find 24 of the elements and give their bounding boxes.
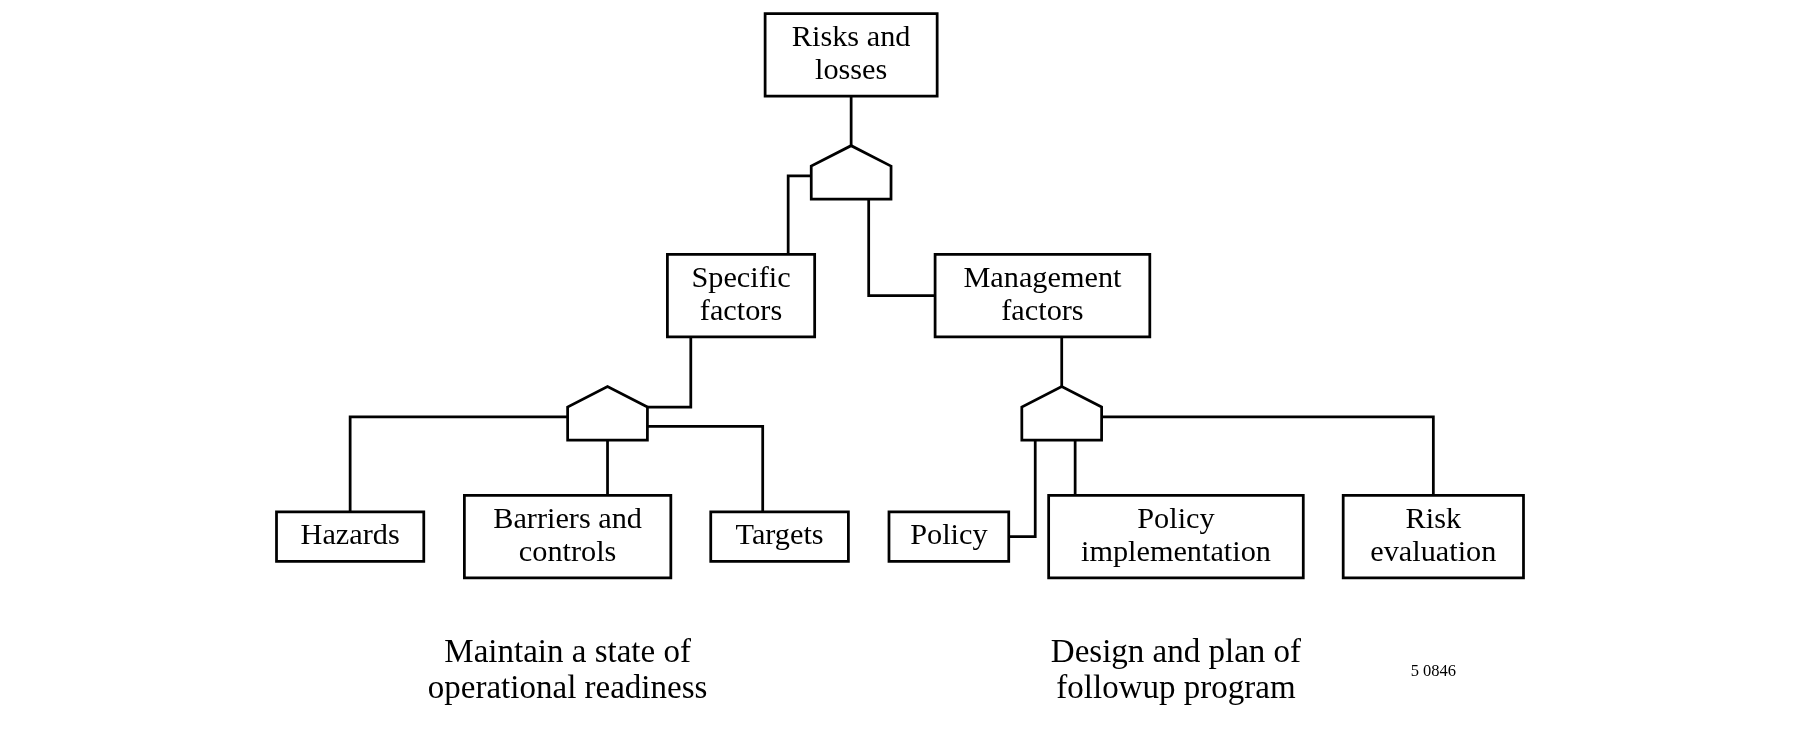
node-box: Policy [887, 510, 1010, 563]
node-gate [809, 144, 892, 201]
connector [1101, 415, 1435, 495]
connector [348, 415, 567, 512]
node-gate [1019, 384, 1103, 442]
node-gate [565, 384, 649, 442]
label: Design and plan of followup program [1050, 633, 1301, 705]
node-box: Risks and losses [763, 12, 939, 98]
label: 5 0846 [1410, 660, 1456, 680]
node-box: Specific factors [665, 253, 816, 339]
node-box: Targets [708, 510, 850, 563]
connector [866, 199, 935, 298]
node-box: Risk evaluation [1341, 493, 1525, 580]
connector [1059, 337, 1063, 387]
connector [647, 425, 764, 512]
connector [647, 337, 692, 409]
node-box: Management factors [933, 253, 1151, 339]
connector [605, 440, 609, 496]
connector [1073, 440, 1076, 496]
node-box: Policy implementation [1046, 493, 1305, 580]
node-box: Hazards [274, 510, 425, 563]
label: Maintain a state of operational readiness [427, 633, 707, 705]
connector [849, 96, 852, 146]
node-box: Barriers and controls [462, 493, 672, 580]
